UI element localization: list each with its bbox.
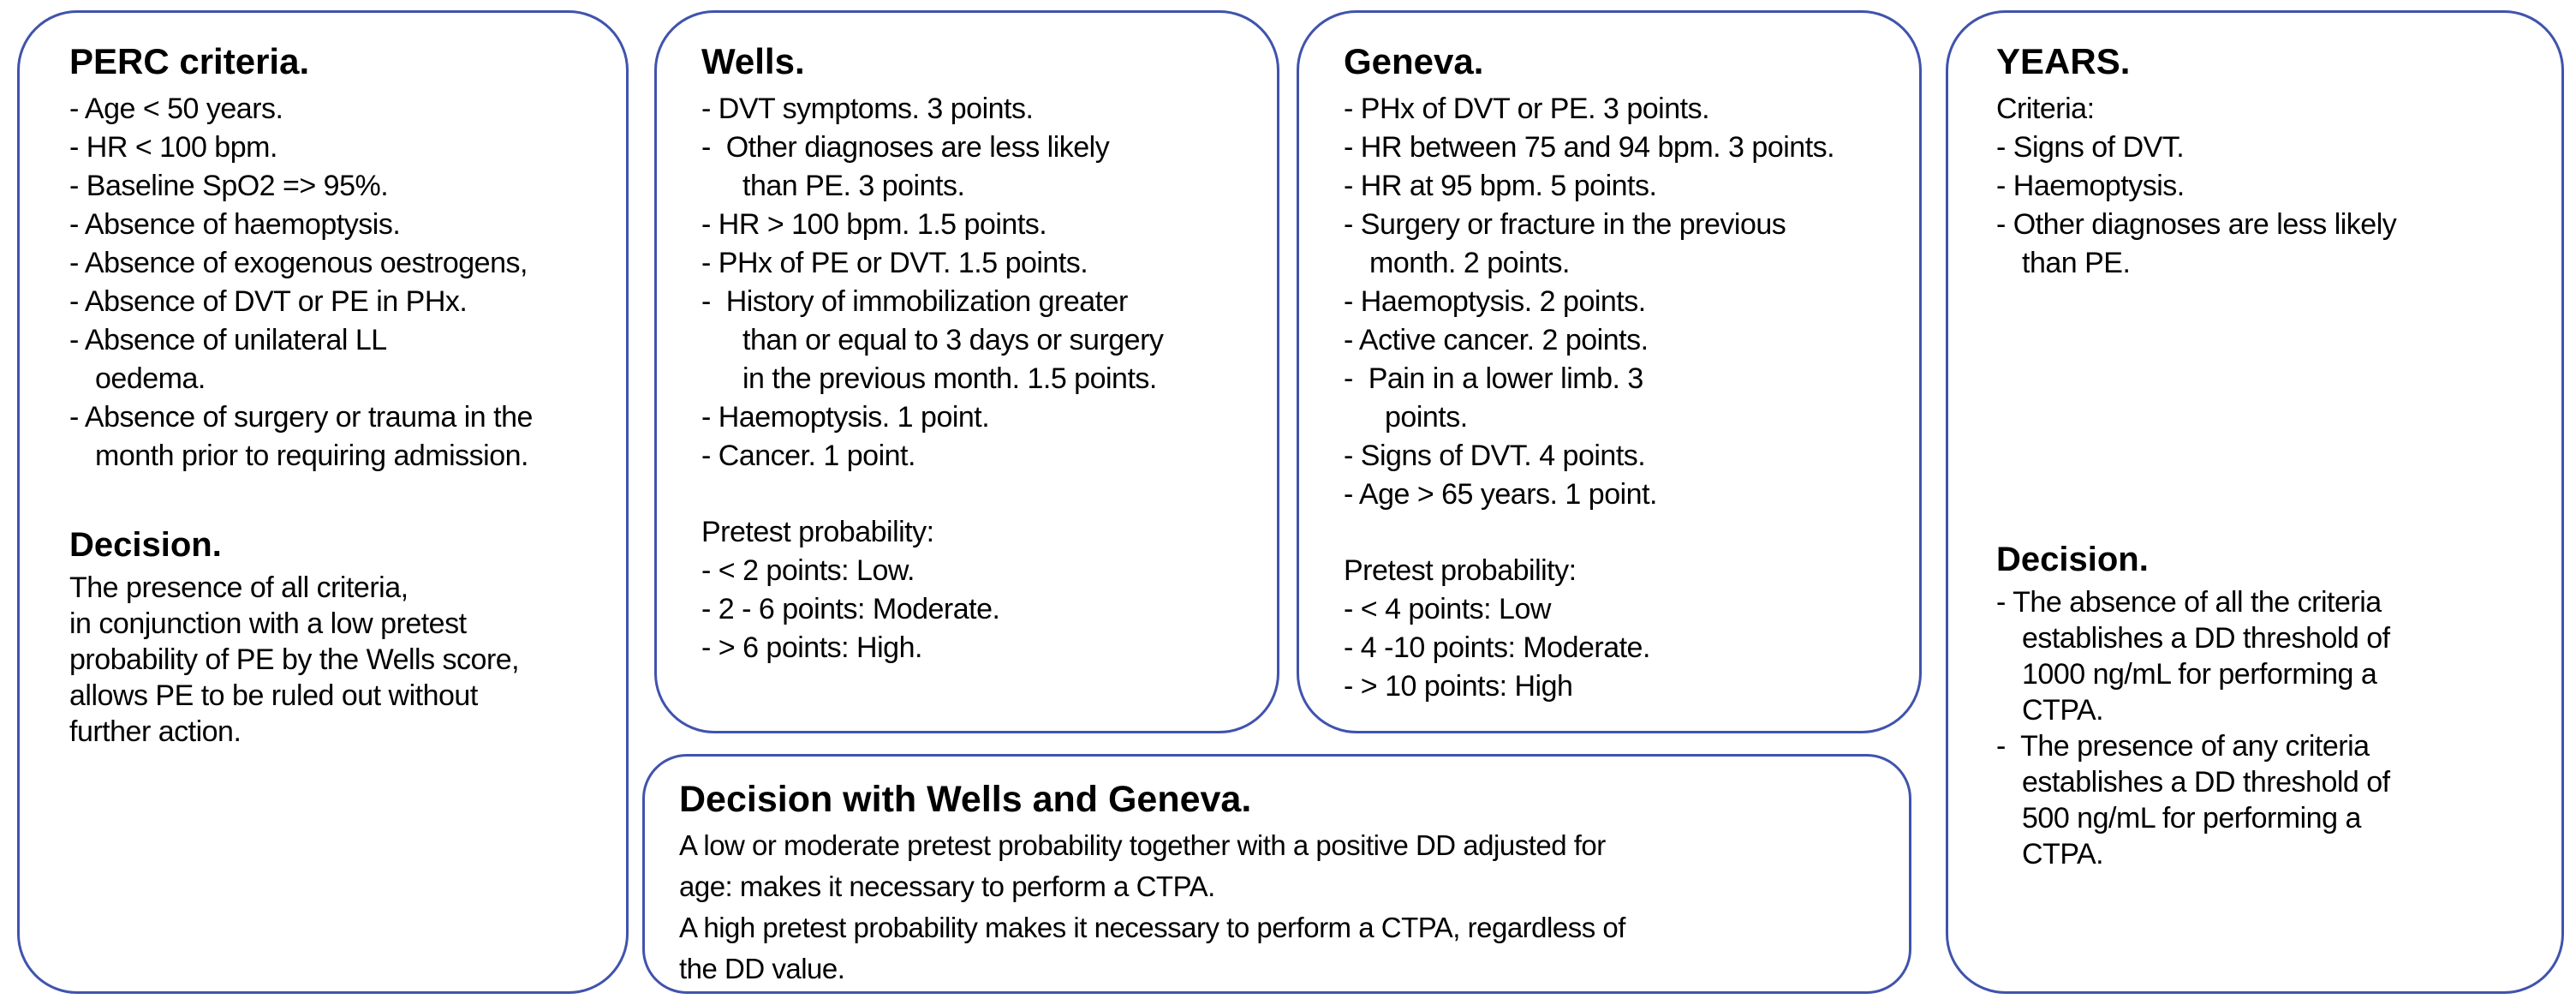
geneva-score-line: - Signs of DVT. 4 points. [1344, 440, 1646, 472]
geneva-score-line: month. 2 points. [1369, 247, 1570, 279]
geneva-score-line: - PHx of DVT or PE. 3 points. [1344, 93, 1710, 125]
perc-title: PERC criteria. [69, 41, 310, 81]
geneva-probability-line: - < 4 points: Low [1344, 593, 1551, 625]
combined-decision-line: the DD value. [679, 953, 845, 984]
years-decision-line: establishes a DD threshold of [2022, 622, 2390, 655]
perc-criterion-line: - Absence of exogenous oestrogens, [69, 247, 528, 279]
years-decision-line: - The absence of all the criteria [1996, 586, 2382, 619]
geneva-score-line: - Active cancer. 2 points. [1344, 324, 1649, 356]
wells-score-line: - DVT symptoms. 3 points. [701, 93, 1034, 125]
years-criterion-line: - Other diagnoses are less likely [1996, 208, 2397, 241]
perc-criterion-line: month prior to requiring admission. [95, 440, 528, 472]
perc-criterion-line: - Age < 50 years. [69, 93, 283, 125]
combined-decision-line: A high pretest probability makes it nece… [679, 912, 1625, 943]
wells-score-line: in the previous month. 1.5 points. [742, 362, 1157, 395]
geneva-title: Geneva. [1344, 41, 1484, 81]
perc-decision-line: in conjunction with a low pretest [69, 607, 467, 640]
geneva-score-box: Geneva. - PHx of DVT or PE. 3 points. - … [1297, 10, 1922, 733]
wells-score-box: Wells. - DVT symptoms. 3 points. - Other… [654, 10, 1279, 733]
combined-decision-box: Decision with Wells and Geneva. A low or… [642, 754, 1911, 994]
years-box: YEARS. Criteria: - Signs of DVT. - Haemo… [1946, 10, 2564, 994]
perc-decision-line: The presence of all criteria, [69, 571, 408, 604]
wells-probability-line: - < 2 points: Low. [701, 554, 915, 587]
geneva-score-line: points. [1385, 401, 1468, 434]
wells-score-line: - History of immobilization greater [701, 285, 1128, 318]
years-criteria-heading: Criteria: [1996, 93, 2095, 125]
perc-decision-line: probability of PE by the Wells score, [69, 643, 520, 676]
geneva-probability-line: - 4 -10 points: Moderate. [1344, 631, 1650, 664]
wells-score-line: - Haemoptysis. 1 point. [701, 401, 990, 434]
perc-decision-heading: Decision. [69, 526, 222, 564]
geneva-pretest-heading: Pretest probability: [1344, 554, 1577, 587]
combined-decision-line: age: makes it necessary to perform a CTP… [679, 870, 1215, 902]
wells-pretest-heading: Pretest probability: [701, 516, 934, 548]
wells-title: Wells. [701, 41, 805, 81]
wells-probability-line: - > 6 points: High. [701, 631, 922, 664]
combined-decision-title: Decision with Wells and Geneva. [679, 779, 1252, 820]
geneva-score-line: - Age > 65 years. 1 point. [1344, 478, 1657, 511]
geneva-probability-line: - > 10 points: High [1344, 670, 1573, 703]
wells-score-line: than or equal to 3 days or surgery [742, 324, 1164, 356]
years-criterion-line: - Haemoptysis. [1996, 170, 2185, 202]
years-decision-heading: Decision. [1996, 541, 2149, 578]
years-title: YEARS. [1996, 41, 2131, 81]
perc-criterion-line: - Absence of surgery or trauma in the [69, 401, 533, 434]
wells-score-line: - Other diagnoses are less likely [701, 131, 1110, 164]
perc-decision-line: further action. [69, 715, 242, 748]
perc-criterion-line: - Absence of DVT or PE in PHx. [69, 285, 468, 318]
geneva-score-line: - HR between 75 and 94 bpm. 3 points. [1344, 131, 1835, 164]
perc-criterion-line: - Baseline SpO2 => 95%. [69, 170, 389, 202]
years-decision-line: 500 ng/mL for performing a [2022, 802, 2361, 835]
wells-score-line: - PHx of PE or DVT. 1.5 points. [701, 247, 1088, 279]
years-decision-line: 1000 ng/mL for performing a [2022, 658, 2377, 691]
geneva-score-line: - HR at 95 bpm. 5 points. [1344, 170, 1657, 202]
wells-score-line: - Cancer. 1 point. [701, 440, 915, 472]
years-decision-line: CTPA. [2022, 838, 2104, 870]
perc-decision-line: allows PE to be ruled out without [69, 679, 478, 712]
geneva-score-line: - Surgery or fracture in the previous [1344, 208, 1786, 241]
years-criterion-line: than PE. [2022, 247, 2131, 279]
combined-decision-line: A low or moderate pretest probability to… [679, 829, 1606, 861]
perc-criterion-line: - Absence of unilateral LL [69, 324, 387, 356]
years-criterion-line: - Signs of DVT. [1996, 131, 2185, 164]
perc-criterion-line: oedema. [95, 362, 206, 395]
perc-criteria-box: PERC criteria. - Age < 50 years. - HR < … [17, 10, 629, 994]
wells-probability-line: - 2 - 6 points: Moderate. [701, 593, 1000, 625]
perc-criterion-line: - HR < 100 bpm. [69, 131, 277, 164]
years-decision-line: - The presence of any criteria [1996, 730, 2370, 763]
wells-score-line: - HR > 100 bpm. 1.5 points. [701, 208, 1047, 241]
years-decision-line: establishes a DD threshold of [2022, 766, 2390, 799]
geneva-score-line: - Haemoptysis. 2 points. [1344, 285, 1646, 318]
geneva-score-line: - Pain in a lower limb. 3 [1344, 362, 1643, 395]
years-decision-line: CTPA. [2022, 694, 2104, 727]
perc-criterion-line: - Absence of haemoptysis. [69, 208, 401, 241]
wells-score-line: than PE. 3 points. [742, 170, 965, 202]
